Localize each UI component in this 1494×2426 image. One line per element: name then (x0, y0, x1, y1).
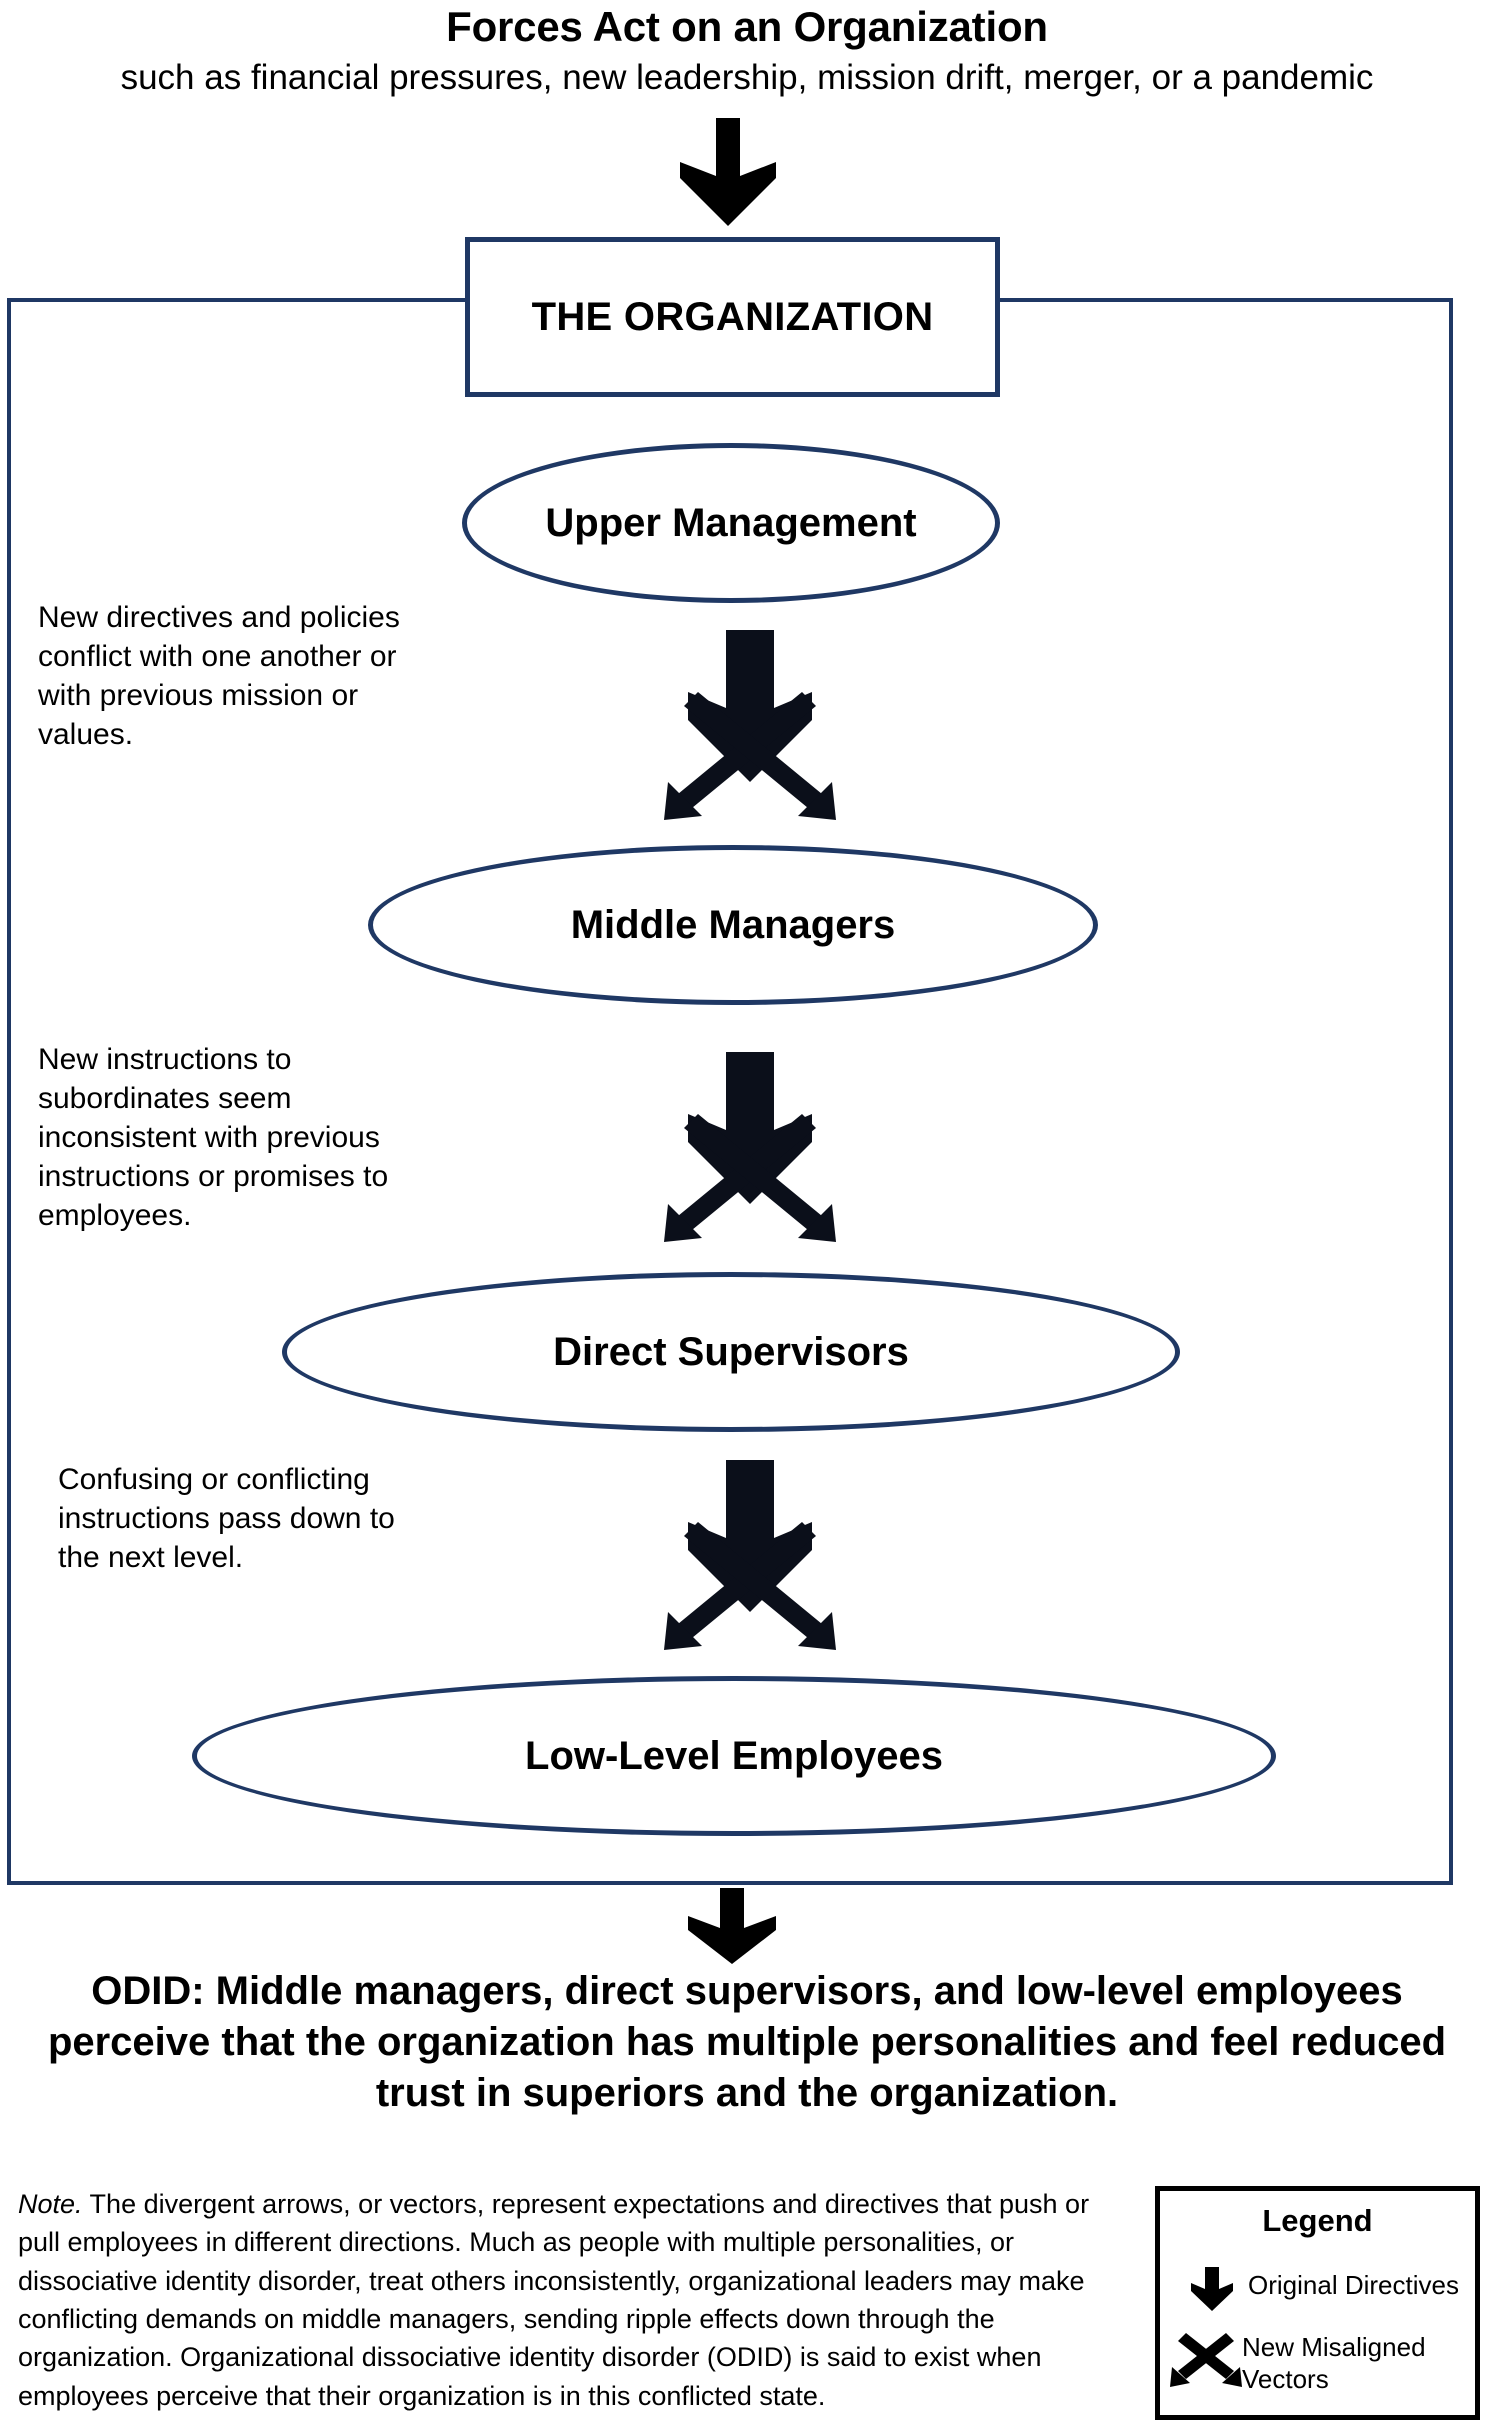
page-title: Forces Act on an Organization (446, 3, 1048, 50)
annotation-middle-managers: New instructions to subordinates seem in… (38, 1043, 389, 1232)
odid-conclusion-text: ODID: Middle managers, direct supervisor… (47, 1969, 1447, 2116)
organization-title-label: THE ORGANIZATION (531, 294, 934, 339)
node-low-level-employees[interactable]: Low-Level Employees (192, 1676, 1276, 1836)
annotation-direct-supervisors: Confusing or conflicting instructions pa… (58, 1463, 395, 1574)
page-subtitle: such as financial pressures, new leaders… (120, 58, 1374, 97)
down-arrow-icon-forces-to-org (676, 118, 780, 226)
figure-note-body: The divergent arrows, or vectors, repres… (18, 2189, 1090, 2411)
figure-note-lead: Note. (18, 2189, 83, 2219)
node-low-level-employees-label: Low-Level Employees (525, 1734, 943, 1778)
crossed-vectors-icon-direct-to-low (630, 1460, 870, 1650)
crossed-vectors-icon (1170, 2329, 1242, 2387)
crossed-vectors-icon-middle-to-direct (630, 1052, 870, 1242)
node-middle-managers[interactable]: Middle Managers (368, 845, 1098, 1005)
legend-box: Legend Original Directives (1155, 2186, 1480, 2420)
down-arrow-icon-org-to-odid (684, 1888, 780, 1964)
annotation-upper-management: New directives and policies conflict wit… (38, 601, 400, 751)
figure-note: Note. The divergent arrows, or vectors, … (18, 2185, 1126, 2415)
legend-item-label: Original Directives (1248, 2270, 1459, 2300)
legend-item-misaligned-vectors: New Misaligned Vectors (1170, 2329, 1475, 2395)
node-middle-managers-label: Middle Managers (570, 903, 896, 947)
down-arrow-icon (1176, 2267, 1248, 2311)
node-direct-supervisors[interactable]: Direct Supervisors (282, 1272, 1180, 1432)
crossed-vectors-icon-upper-to-middle (630, 630, 870, 820)
legend-title: Legend (1262, 2203, 1373, 2238)
legend-item-original-directives: Original Directives (1176, 2267, 1459, 2311)
node-upper-management[interactable]: Upper Management (462, 443, 1000, 603)
node-upper-management-label: Upper Management (545, 501, 917, 545)
organization-title-box: THE ORGANIZATION (465, 237, 1000, 397)
node-direct-supervisors-label: Direct Supervisors (553, 1330, 909, 1374)
legend-item-label: New Misaligned Vectors (1242, 2332, 1426, 2395)
